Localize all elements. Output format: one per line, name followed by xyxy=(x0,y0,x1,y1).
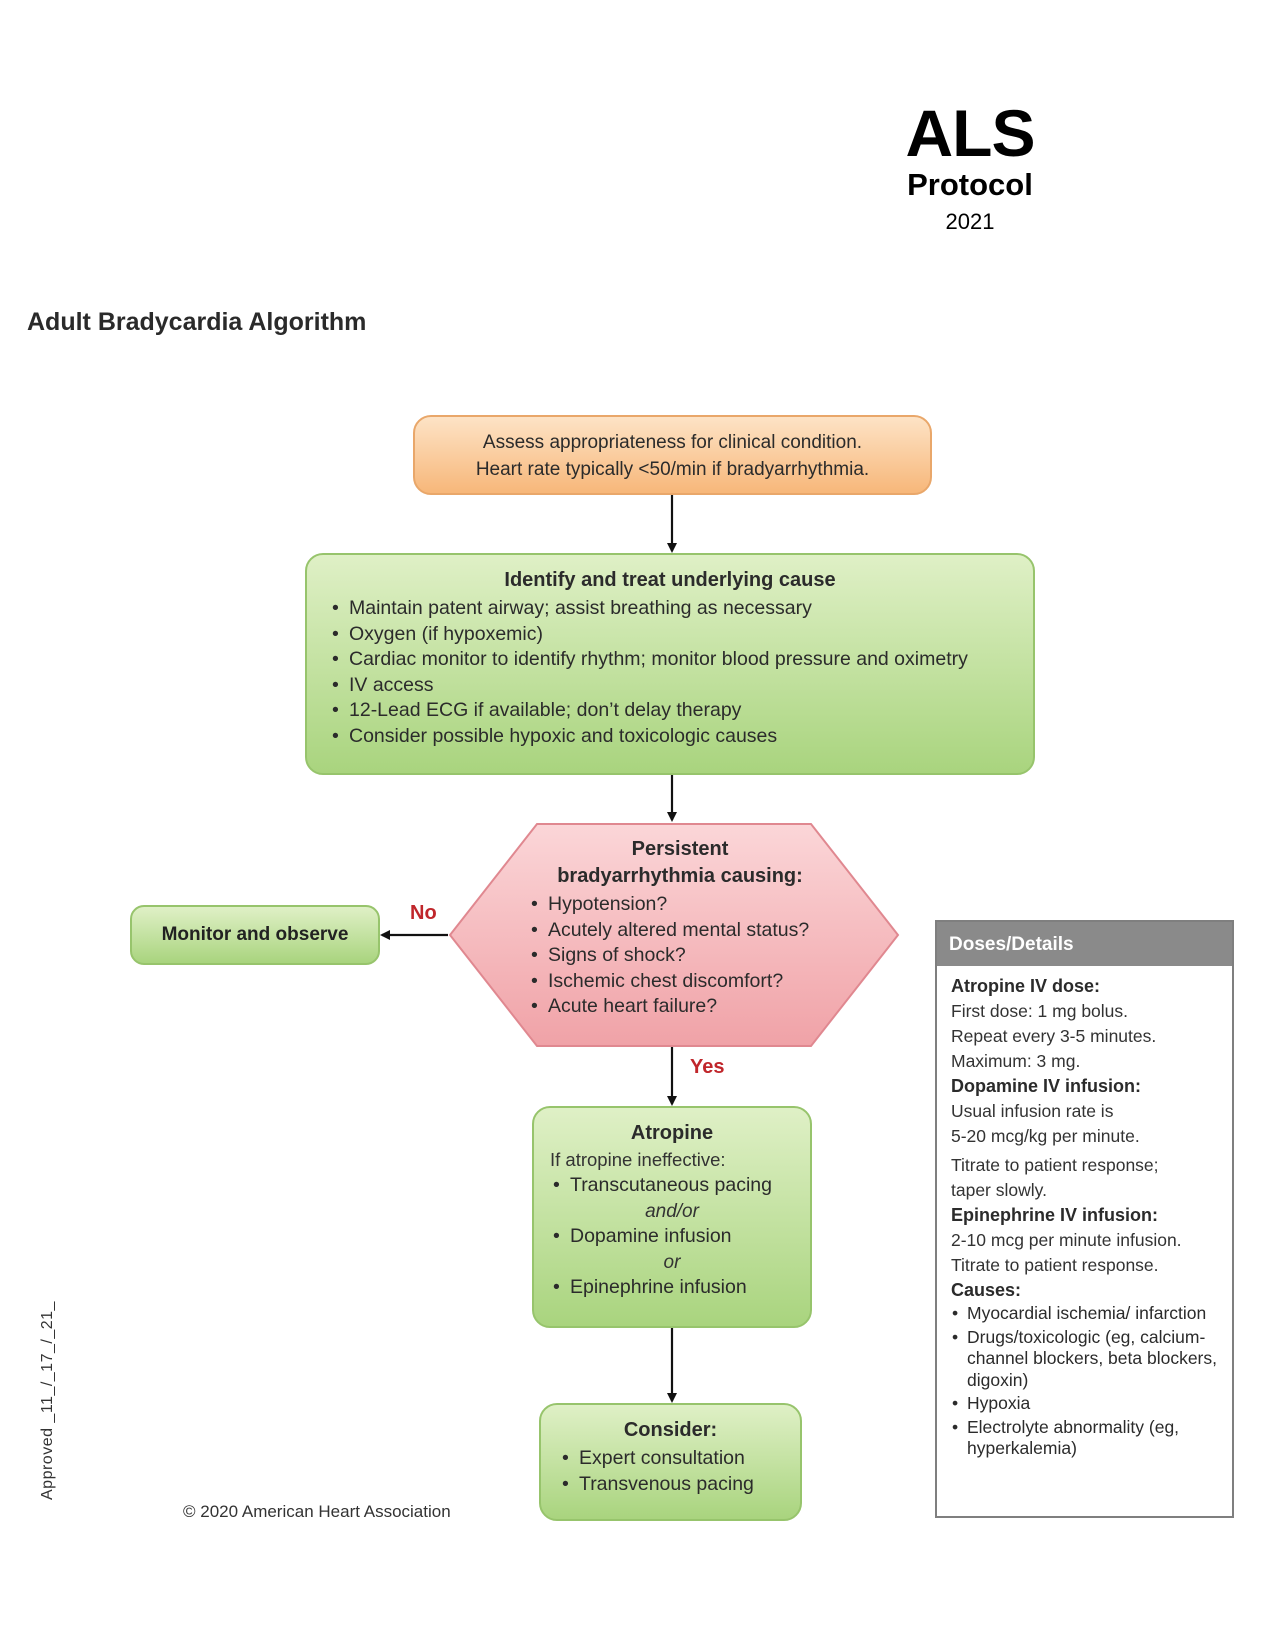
copyright-text: © 2020 American Heart Association xyxy=(183,1502,451,1521)
consider-item: Transvenous pacing xyxy=(559,1472,782,1498)
cause-item: Hypoxia xyxy=(951,1393,1222,1415)
persistent-item: Hypotension? xyxy=(528,892,860,918)
atropine-conjunction: and/or xyxy=(645,1200,699,1222)
als-logo-protocol: Protocol xyxy=(907,167,1033,202)
identify-cause-box: Identify and treat underlying cause Main… xyxy=(305,553,1035,775)
persistent-heading-line-2: bradyarrhythmia causing: xyxy=(557,865,803,887)
atropine-item: Transcutaneous pacing xyxy=(550,1173,794,1199)
consider-item: Expert consultation xyxy=(559,1446,782,1472)
atropine-dose-heading: Atropine IV dose: xyxy=(951,976,1101,996)
cause-item: Drugs/toxicologic (eg, calcium-channel b… xyxy=(951,1327,1222,1392)
approval-stamp: Approved _11_/_17_/_21_ xyxy=(39,1301,56,1500)
identify-heading: Identify and treat underlying cause xyxy=(504,569,836,591)
dose-line: Titrate to patient response. xyxy=(951,1255,1159,1275)
identify-item: IV access xyxy=(329,673,1011,699)
consider-heading: Consider: xyxy=(623,1419,718,1441)
doses-details-panel: Doses/Details Atropine IV dose: First do… xyxy=(935,920,1234,1518)
monitor-observe-box: Monitor and observe xyxy=(130,905,380,965)
als-logo-title: ALS xyxy=(905,96,1036,170)
atropine-subheading: If atropine ineffective: xyxy=(550,1149,726,1170)
consider-list: Expert consultation Transvenous pacing xyxy=(559,1446,782,1497)
atropine-box: Atropine If atropine ineffective: Transc… xyxy=(532,1106,812,1328)
dose-line: First dose: 1 mg bolus. xyxy=(951,1001,1129,1021)
persistent-item: Ischemic chest discomfort? xyxy=(528,969,860,995)
assess-box: Assess appropriateness for clinical cond… xyxy=(413,415,932,495)
identify-item: Cardiac monitor to identify rhythm; moni… xyxy=(329,647,1011,673)
atropine-item: Epinephrine infusion xyxy=(550,1275,794,1301)
consider-box: Consider: Expert consultation Transvenou… xyxy=(539,1403,802,1521)
assess-line-2: Heart rate typically <50/min if bradyarr… xyxy=(475,459,870,480)
identify-list: Maintain patent airway; assist breathing… xyxy=(329,596,1011,749)
page-title: Adult Bradycardia Algorithm xyxy=(27,308,367,336)
causes-list: Myocardial ischemia/ infarction Drugs/to… xyxy=(951,1303,1222,1460)
als-logo-year: 2021 xyxy=(945,209,995,234)
persistent-item: Acute heart failure? xyxy=(528,994,860,1020)
persistent-list: Hypotension? Acutely altered mental stat… xyxy=(528,892,860,1020)
doses-body: Atropine IV dose: First dose: 1 mg bolus… xyxy=(937,966,1232,1460)
identify-item: 12-Lead ECG if available; don’t delay th… xyxy=(329,698,1011,724)
identify-item: Consider possible hypoxic and toxicologi… xyxy=(329,724,1011,750)
atropine-list-3: Epinephrine infusion xyxy=(550,1275,794,1301)
atropine-item: Dopamine infusion xyxy=(550,1224,794,1250)
epinephrine-dose-heading: Epinephrine IV infusion: xyxy=(951,1205,1158,1225)
persistent-item: Acutely altered mental status? xyxy=(528,918,860,944)
assess-line-1: Assess appropriateness for clinical cond… xyxy=(482,432,863,453)
dose-line: 2-10 mcg per minute infusion. xyxy=(951,1230,1182,1250)
dose-line: Repeat every 3-5 minutes. xyxy=(951,1026,1157,1046)
cause-item: Electrolyte abnormality (eg, hyperkalemi… xyxy=(951,1417,1222,1460)
doses-header: Doses/Details xyxy=(937,922,1232,966)
dose-line: Titrate to patient response; xyxy=(951,1155,1159,1175)
persistent-heading-line-1: Persistent xyxy=(631,838,729,860)
causes-heading: Causes: xyxy=(951,1280,1022,1300)
no-branch-label: No xyxy=(410,902,437,924)
dose-line: taper slowly. xyxy=(951,1180,1047,1200)
persistent-item: Signs of shock? xyxy=(528,943,860,969)
dose-line: Maximum: 3 mg. xyxy=(951,1051,1081,1071)
yes-branch-label: Yes xyxy=(690,1056,725,1078)
dopamine-dose-heading: Dopamine IV infusion: xyxy=(951,1076,1142,1096)
dose-line: Usual infusion rate is xyxy=(951,1101,1114,1121)
atropine-list-2: Dopamine infusion xyxy=(550,1224,794,1250)
dose-line: 5-20 mcg/kg per minute. xyxy=(951,1126,1140,1146)
atropine-heading: Atropine xyxy=(630,1122,714,1144)
atropine-conjunction: or xyxy=(663,1251,681,1273)
atropine-list: Transcutaneous pacing xyxy=(550,1173,794,1199)
persistent-decision: Persistent bradyarrhythmia causing: Hypo… xyxy=(500,836,860,1020)
identify-item: Maintain patent airway; assist breathing… xyxy=(329,596,1011,622)
identify-item: Oxygen (if hypoxemic) xyxy=(329,622,1011,648)
cause-item: Myocardial ischemia/ infarction xyxy=(951,1303,1222,1325)
